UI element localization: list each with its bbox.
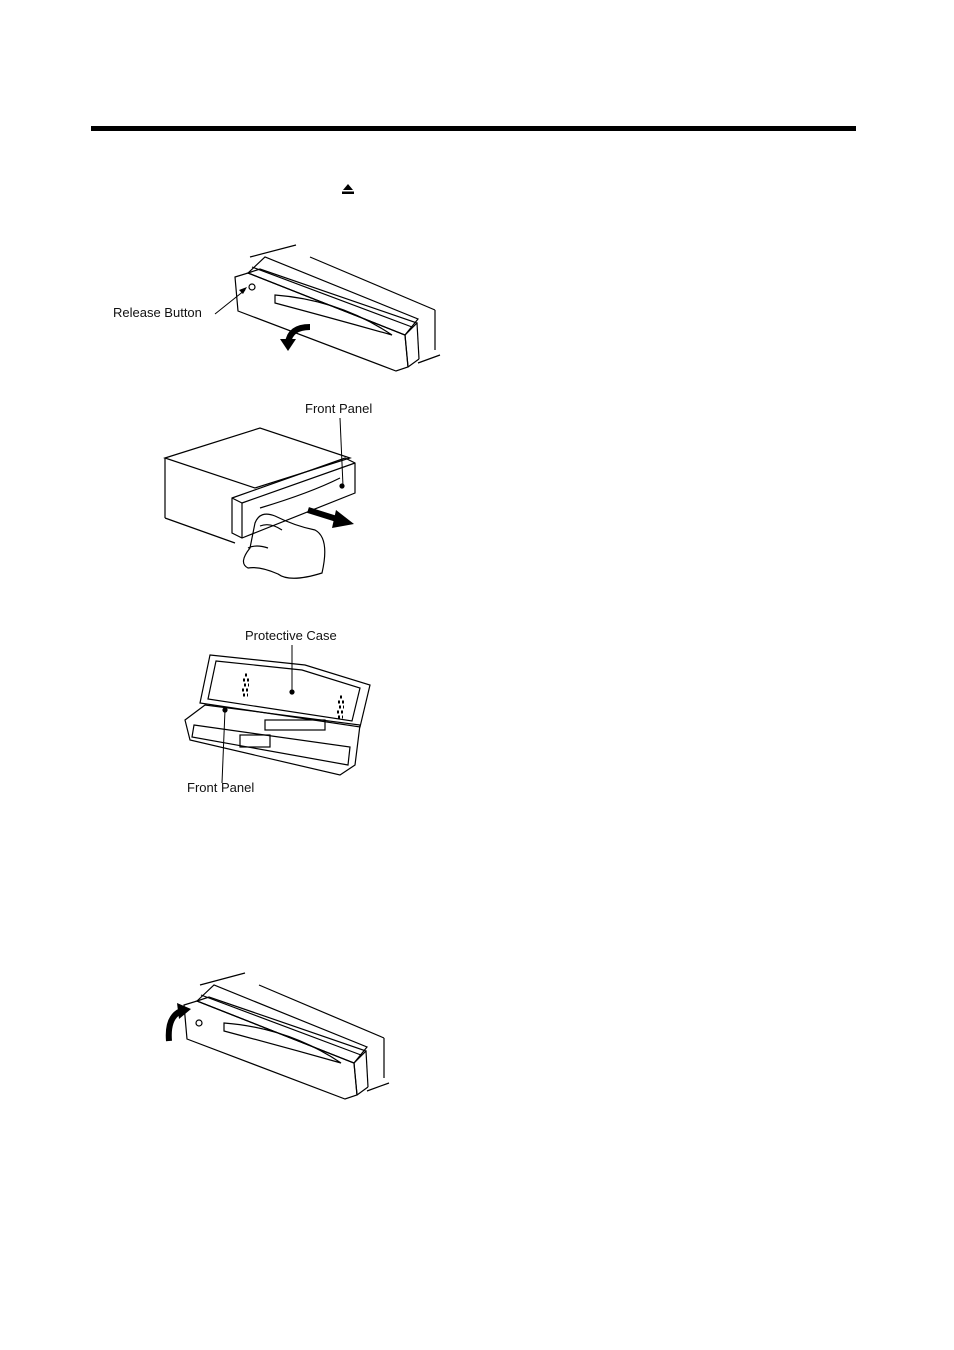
release-figure: Release Button [100, 235, 460, 380]
release-button-label: Release Button [113, 305, 202, 320]
eject-icon [341, 183, 355, 195]
protective-case-label: Protective Case [245, 628, 337, 643]
protective-case-figure: Protective Case Front Panel [180, 625, 380, 800]
remove-panel-illustration [160, 398, 400, 588]
protective-case-illustration [180, 625, 380, 800]
arrow-right-icon [308, 510, 354, 528]
reattach-figure [155, 965, 415, 1110]
case-front-panel-label: Front Panel [187, 780, 254, 795]
remove-panel-figure: Front Panel [160, 398, 400, 588]
reattach-illustration [155, 965, 415, 1110]
curved-arrow-up-icon [169, 1003, 191, 1041]
header-rule [91, 126, 856, 131]
curved-arrow-down-icon [280, 327, 310, 351]
front-panel-label: Front Panel [305, 401, 372, 416]
